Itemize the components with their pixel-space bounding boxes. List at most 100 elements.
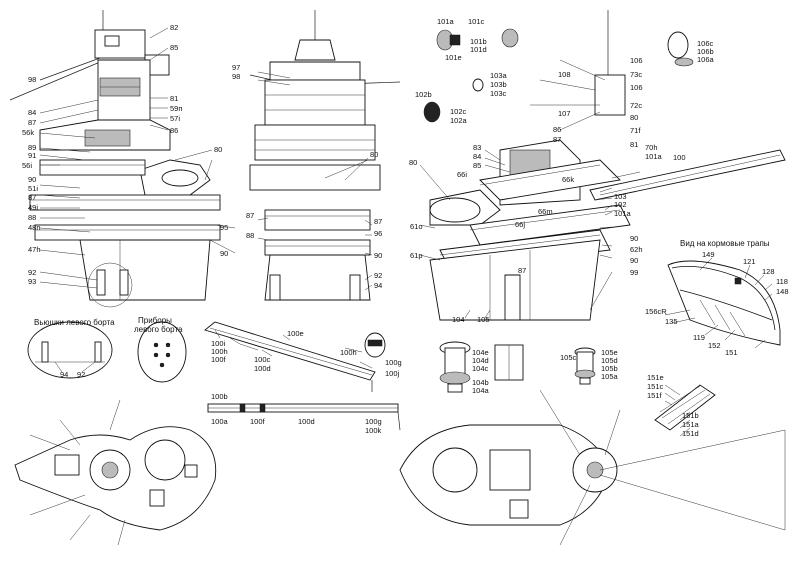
reel-2 [119,269,129,296]
label-135: 135 [665,317,678,326]
port-instruments-oval [137,321,187,383]
label-106c: 106c [697,39,714,48]
label-73c: 73c [630,70,642,79]
label-80-front: 80 [370,150,378,159]
plan-view-right [399,389,786,546]
label-107: 107 [558,109,571,118]
label-100i: 100i [211,339,226,348]
label-151b: 151b [682,411,699,420]
port-reel-a [41,341,49,363]
director-window [104,35,120,47]
label-106b: 106b [697,47,714,56]
label-89: 89 [28,143,36,152]
boom-flat-clip-2 [259,403,266,413]
label-66k: 66k [562,175,574,184]
port-reels-detail [27,321,113,379]
label-128: 128 [762,267,775,276]
iso-aa-ring [429,197,481,223]
label-66j: 66j [515,220,525,229]
iso-boom-spine [599,154,781,196]
label-81: 81 [170,94,178,103]
label-87-front-l: 87 [246,211,254,220]
front-aa-deck [249,164,381,191]
front-rail-deck-1 [264,209,371,231]
front-reel-r [349,274,361,301]
part-106-base [674,57,694,67]
iso-ladder [504,274,521,321]
label-87-left: 87 [28,118,36,127]
yard-arm-1 [39,57,101,81]
label-100e: 100e [287,329,304,338]
front-rail-deck-2 [264,239,371,256]
label-92-detail: 92 [77,370,85,379]
label-121: 121 [743,257,756,266]
label-87-left2: 87 [28,193,36,202]
label-151f: 151f [647,391,663,400]
instrument-3 [153,352,159,358]
chart-house [84,129,131,147]
boom-flat-clip-1 [239,403,246,413]
part-102-searchlight [423,101,441,123]
label-148: 148 [776,287,789,296]
label-100k: 100k [365,426,382,435]
reel-105-bottom [574,369,596,379]
label-102c: 102c [450,107,467,116]
plan-right-director [432,447,478,493]
label-96: 96 [374,229,382,238]
ladder-151-leaders [664,384,691,437]
plan-right-tower [489,449,531,491]
label-84-iso: 84 [473,152,481,161]
boom-fitting [367,339,383,347]
label-88: 88 [28,213,36,222]
label-151: 151 [725,348,738,357]
caption-stern-ladders: Вид на кормовые трапы [680,239,770,248]
reel-104-drawing [439,341,524,393]
label-57i: 57i [170,114,180,123]
port-reels-leaders [54,361,96,373]
label-59n: 59п [170,104,182,113]
label-90-iso2: 90 [630,256,638,265]
front-rail-lines [265,215,370,247]
reel-105-drawing [574,347,596,385]
label-51i: 51i [28,184,38,193]
front-director [294,39,336,61]
label-151c: 151c [647,382,664,391]
iso-rail-deck-1 [479,159,621,201]
label-84: 84 [28,108,36,117]
caption-port-reels: Вьюшки левого борта [34,318,115,327]
plan-left-director [144,439,186,481]
boom-part-upper [204,321,386,392]
label-106a: 106a [697,55,715,64]
detail-circle [87,262,133,308]
label-105: 105 [477,315,490,324]
label-86-iso: 86 [553,125,561,134]
label-105d: 105d [601,356,618,365]
label-56k: 56k [22,128,34,137]
stern-ladder-steps [699,299,746,337]
label-95: 95 [220,223,228,232]
plan-left-yards [29,399,126,546]
label-108: 108 [558,70,571,79]
iso-yards [530,59,606,131]
label-93: 93 [28,277,36,286]
label-151d: 151d [682,429,699,438]
reel-1 [96,269,106,296]
label-70h: 70h [645,143,658,152]
label-100f-low: 100f [250,417,266,426]
label-80-iso: 80 [630,113,638,122]
label-97: 97 [232,63,240,72]
boom-flat-hook [397,411,401,431]
caption-port-instruments-1: Приборы [138,316,172,325]
iso-rail-deck-2 [469,204,631,246]
label-104d: 104d [472,356,489,365]
label-87-iso: 87 [553,135,561,144]
label-49i: 49i [28,203,38,212]
label-151e: 151e [647,373,664,382]
plan-right-mount [509,499,529,519]
label-90-left2: 90 [220,249,228,258]
label-101d: 101d [470,45,487,54]
reel-104-base [447,383,463,393]
plan-right-boom [599,429,786,531]
label-47h: 47h [28,245,41,254]
